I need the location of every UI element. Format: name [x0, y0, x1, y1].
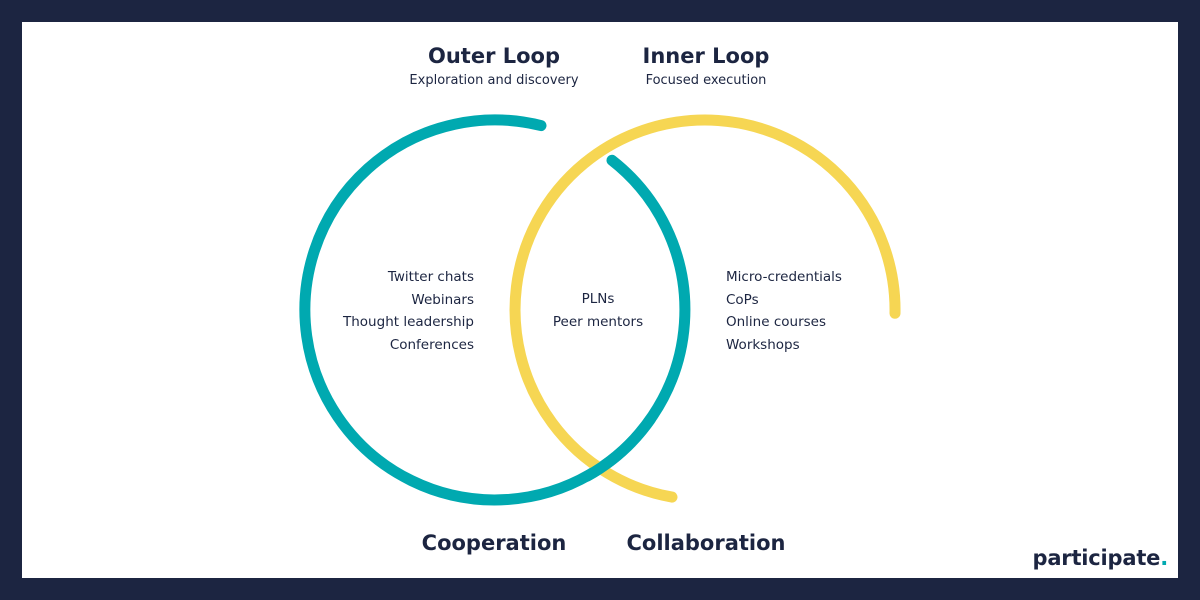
list-item: Workshops — [726, 336, 800, 353]
outer-loop-bottom-label: Cooperation — [421, 531, 567, 555]
list-item: PLNs — [581, 291, 615, 307]
list-item: Twitter chats — [387, 269, 474, 285]
diagram-canvas: Outer Loop Exploration and discovery Inn… — [22, 22, 1178, 578]
brand-dot-icon: . — [1160, 546, 1168, 570]
inner-loop-bottom-label: Collaboration — [626, 531, 786, 555]
list-item: Online courses — [726, 314, 826, 330]
outer-loop-items: Twitter chats Webinars Thought leadershi… — [343, 266, 474, 356]
brand-name: participate — [1032, 546, 1161, 570]
inner-loop-subtitle: Focused execution — [645, 73, 767, 88]
list-item: Micro-credentials — [726, 269, 842, 285]
outer-loop-overlap-arc — [581, 413, 657, 482]
outer-loop-title: Outer Loop — [427, 44, 561, 68]
participate-logo: participate. — [1032, 546, 1168, 570]
list-item: CoPs — [726, 291, 759, 308]
outer-loop-arc — [299, 114, 691, 506]
list-item: Webinars — [411, 291, 474, 308]
inner-loop-arc — [509, 114, 901, 503]
list-item: Thought leadership — [343, 314, 474, 330]
list-item: Conferences — [389, 336, 474, 353]
outer-loop-subtitle: Exploration and discovery — [409, 73, 579, 88]
overlap-items: PLNs Peer mentors — [518, 288, 678, 333]
inner-loop-title: Inner Loop — [642, 44, 770, 68]
loops-diagram — [299, 114, 901, 506]
inner-loop-items: Micro-credentials CoPs Online courses Wo… — [726, 266, 842, 356]
list-item: Peer mentors — [552, 313, 644, 330]
